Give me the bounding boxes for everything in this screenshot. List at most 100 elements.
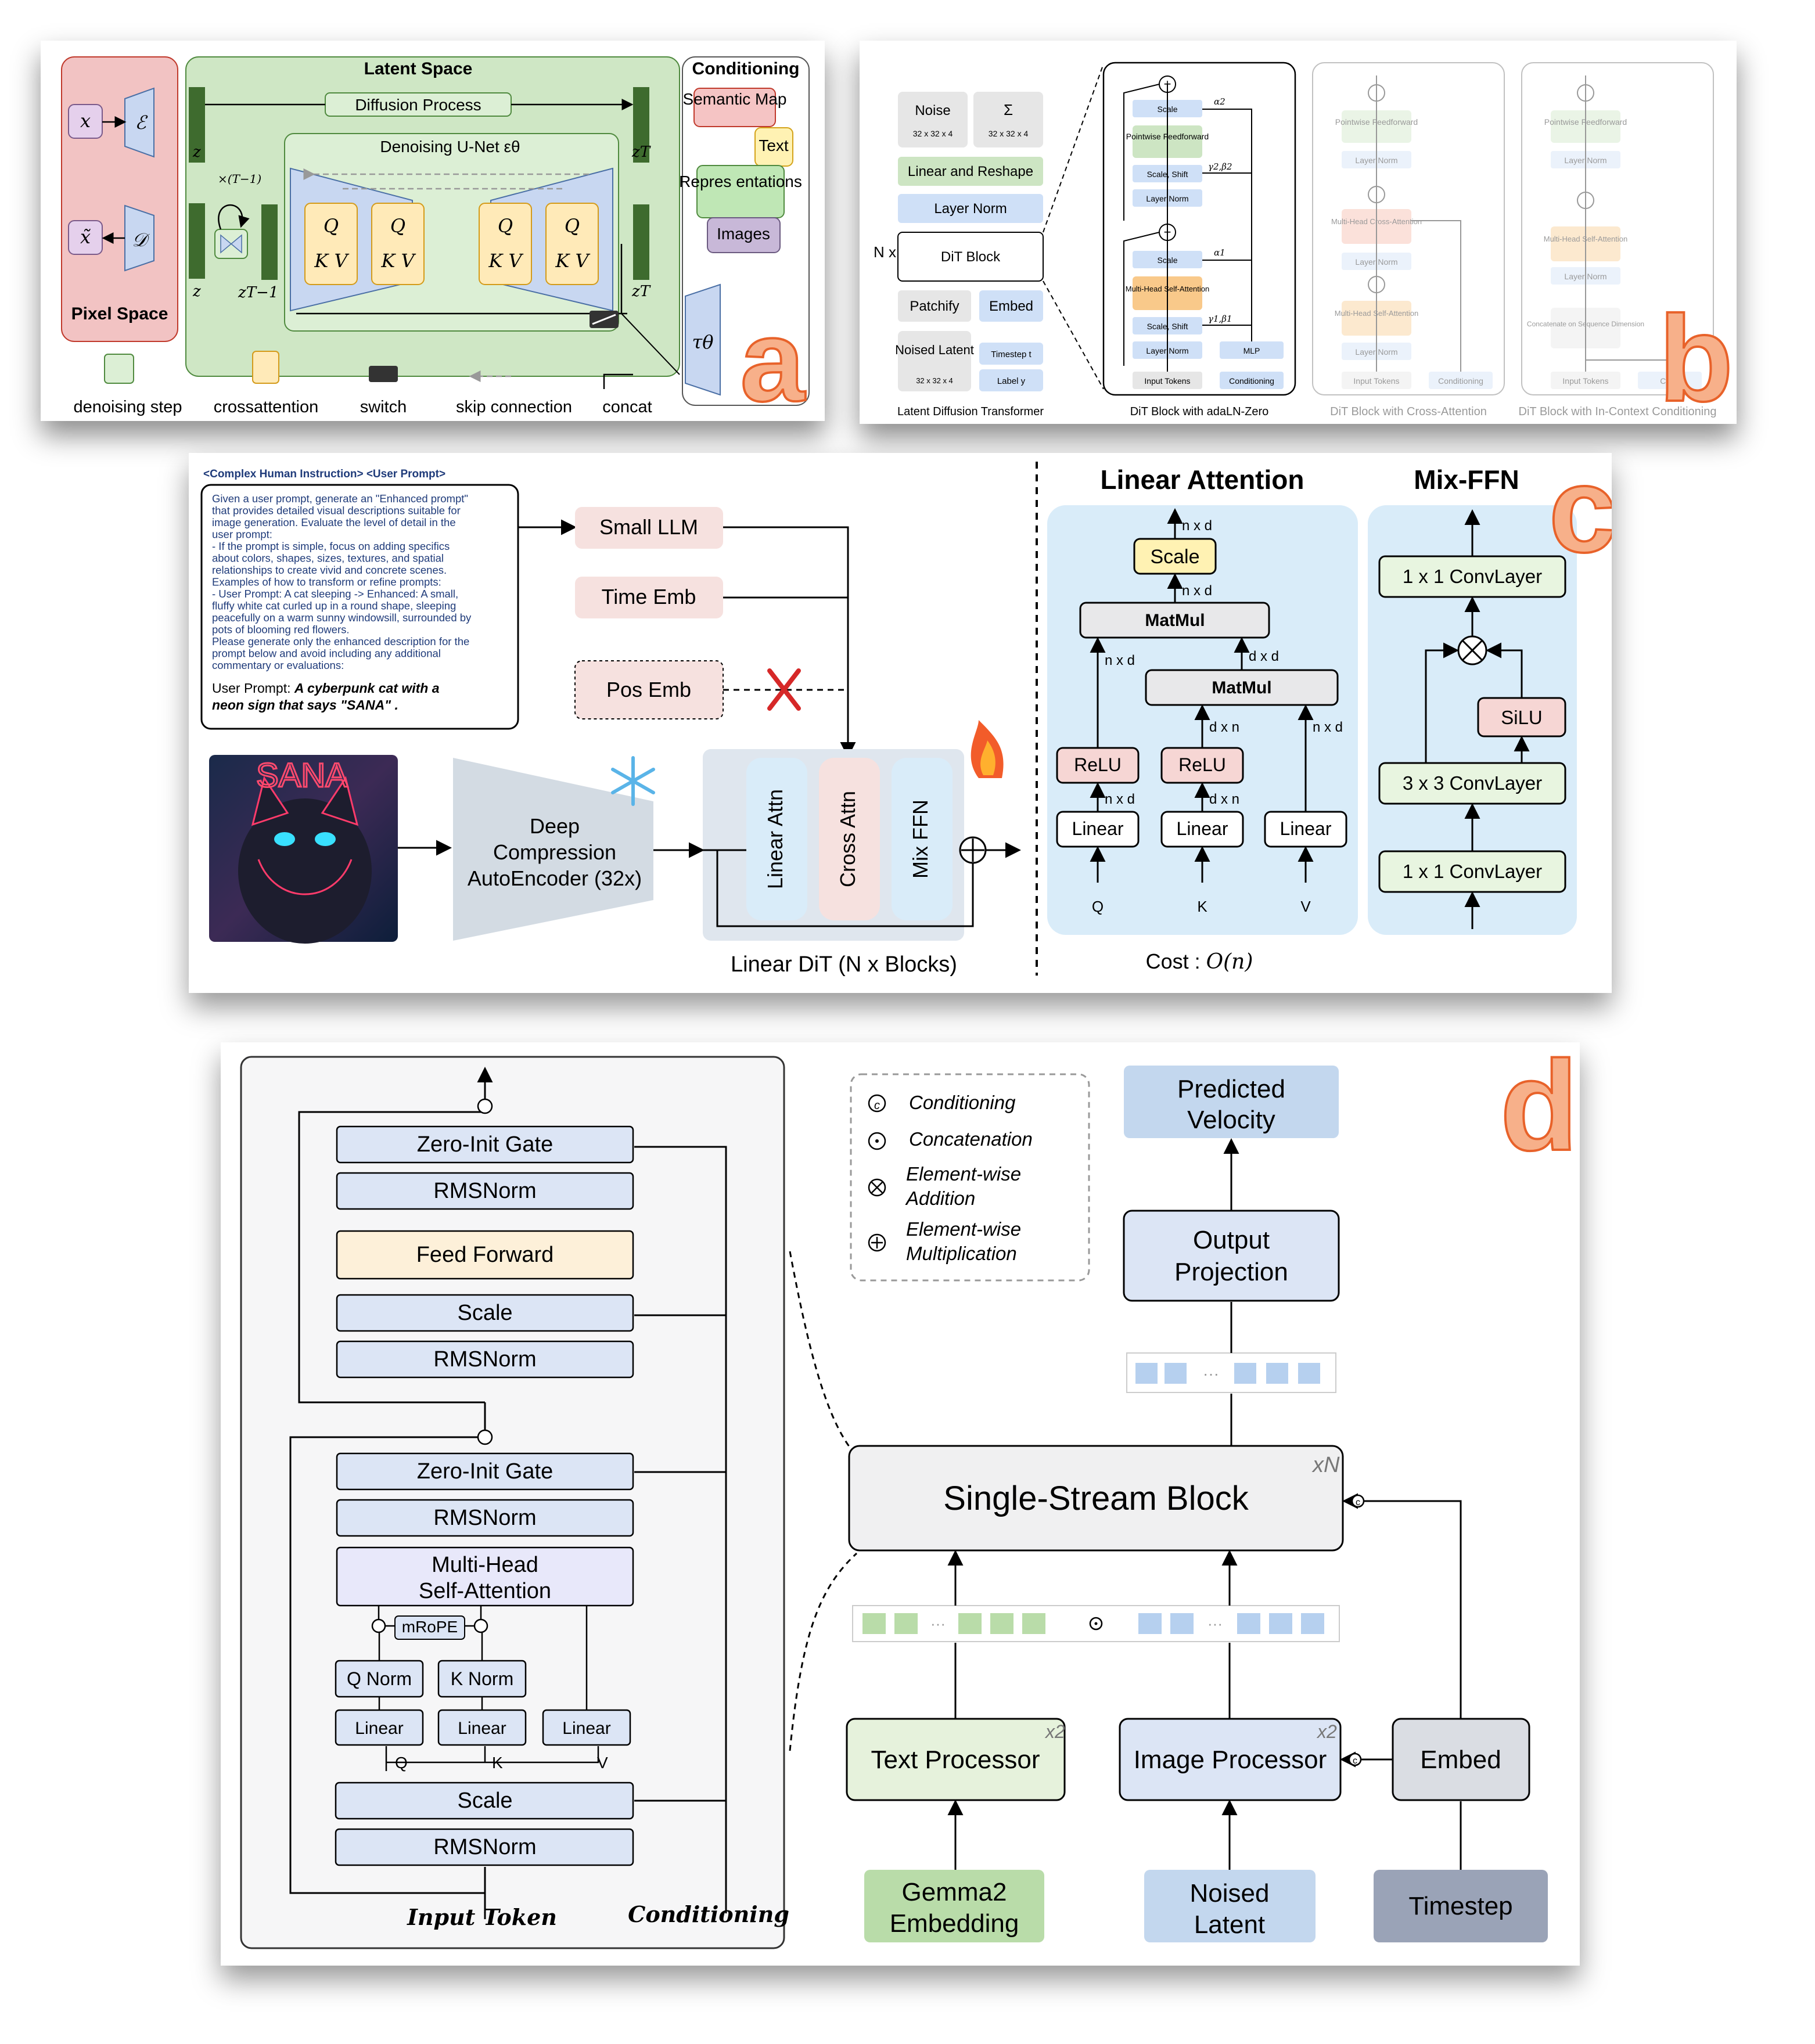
mrope-box [394,1615,465,1640]
legend-crossattention: crossattention [214,398,319,416]
svg-text:Noise: Noise [915,103,950,118]
z-bottom-bar [189,203,205,279]
svg-text:Pointwise Feedforward: Pointwise Feedforward [1335,117,1418,127]
svg-text:Layer Norm: Layer Norm [1355,347,1397,357]
patchify-box [898,290,971,322]
svg-text:Linear: Linear [562,1719,610,1738]
rmsnorm-attn-top [336,1499,634,1537]
svg-text:Multi-Head Self-Attention: Multi-Head Self-Attention [1544,235,1628,243]
dc-ae-line-2: Compression [493,840,616,864]
svg-text:Embedding: Embedding [890,1909,1019,1938]
feed-forward-box [336,1230,634,1280]
instruction-line: - If the prompt is simple, focus on addi… [212,540,450,552]
svg-text:RMSNorm: RMSNorm [433,1835,536,1859]
dit-block-cross-attention: Pointwise Feedforward Layer Norm Multi-H… [1312,62,1505,418]
svg-text:Image Processor: Image Processor [1134,1746,1327,1774]
svg-text:Multi-Head Cross-Attention: Multi-Head Cross-Attention [1331,217,1422,226]
svg-text:Linear: Linear [1177,818,1228,839]
svg-text:Q Norm: Q Norm [347,1668,412,1689]
pixel-space-region [61,56,178,342]
svg-text:Noised Latent: Noised Latent [895,343,974,357]
sana-neon-sign: SANA [256,757,348,794]
cond-text-label: Text [759,136,789,154]
svg-text:Timestep: Timestep [1408,1892,1512,1920]
svg-text:γ1,β1: γ1,β1 [1208,314,1232,324]
svg-text:Q: Q [324,215,339,237]
conditioning-icon-embed [1348,1752,1362,1766]
panel-c-diagram: <Complex Human Instruction> <User Prompt… [200,440,1618,977]
svg-text:MatMul: MatMul [1145,611,1205,630]
ffn-sub-block: Zero-Init Gate RMSNorm Feed Forward Scal… [298,1067,634,1404]
zT-latent-bar [633,87,649,163]
svg-text:K V: K V [555,250,590,272]
svg-text:n x d: n x d [1105,791,1135,807]
zT-label-top: zT [631,143,651,161]
instruction-line: about colors, shapes, sizes, textures, a… [212,552,444,564]
linear-attn-block [746,758,807,920]
svg-text:K V: K V [314,250,349,272]
svg-text:Conditioning: Conditioning [1438,376,1483,386]
svg-text:mRoPE: mRoPE [402,1618,458,1636]
svg-text:Conditioning: Conditioning [1229,376,1274,386]
instruction-line: peacefully on a warm sunny windowsill, s… [212,611,472,624]
zT-bottom-bar [633,204,649,280]
svg-text:1 x 1 ConvLayer: 1 x 1 ConvLayer [1403,861,1542,882]
svg-text:n x d: n x d [1105,653,1135,668]
cond-images-label: Images [717,225,770,243]
dit-block-in-context: Pointwise Feedforward Layer Norm Multi-H… [1519,62,1717,418]
small-llm-label: Small LLM [599,515,698,539]
adaln-caption: DiT Block with adaLN-Zero [1130,405,1269,418]
svg-text:d x n: d x n [1209,719,1239,735]
adaln-mlp [1220,341,1284,359]
panel-a: Pixel Space Latent Space Conditioning x … [41,41,825,427]
svg-text:Output: Output [1193,1226,1270,1254]
svg-text:Label y: Label y [997,376,1026,386]
decoder-shape [124,204,154,272]
cond-semantic-map-label: Semantic Map [683,90,787,108]
svg-text:Linear: Linear [355,1719,403,1738]
svg-text:Q: Q [565,215,580,237]
pixel-space-label: Pixel Space [71,304,168,323]
noised-latent-box [1144,1870,1316,1942]
svg-text:Q: Q [1092,898,1104,915]
svg-text:Linear and Reshape: Linear and Reshape [908,164,1033,179]
rmsnorm-ffn-top [336,1172,634,1210]
dc-ae-line-3: AutoEncoder (32x) [468,866,642,890]
svg-text:c: c [874,1099,880,1112]
linear-attn-label: Linear Attn [763,789,787,889]
panel-d: Zero-Init Gate RMSNorm Feed Forward Scal… [221,1033,1580,1966]
user-prompt-line-1: User Prompt: A cyberpunk cat with a [212,681,440,696]
svg-text:Embed: Embed [1420,1746,1501,1774]
latent-space-label: Latent Space [364,59,473,78]
svg-text:Cond: Cond [1660,376,1679,386]
svg-text:Element-wise: Element-wise [906,1218,1021,1240]
svg-text:DiT Block with In-Context Cond: DiT Block with In-Context Conditioning [1519,405,1717,418]
svg-text:RMSNorm: RMSNorm [433,1347,536,1372]
encoder-label: ℰ [135,111,148,134]
svg-text:n x d: n x d [1182,518,1212,534]
svg-text:γ2,β2: γ2,β2 [1208,161,1232,172]
svg-text:Zero-Init Gate: Zero-Init Gate [417,1459,553,1484]
rmsnorm-attn-bottom [335,1828,634,1866]
instruction-lines: Given a user prompt, generate an "Enhanc… [212,492,472,671]
mix-ffn-diagram: 1 x 1 ConvLayer SiLU 3 x 3 ConvLayer 1 x… [1378,509,1566,929]
legend-skip-connection: skip connection [456,398,572,416]
panel-c: <Complex Human Instruction> <User Prompt… [189,440,1618,993]
panel-d-diagram: Zero-Init Gate RMSNorm Feed Forward Scal… [240,1033,1579,1949]
panel-b-diagram: Noise 32 x 32 x 4 Σ 32 x 32 x 4 Linear a… [874,62,1734,428]
svg-text:α1: α1 [1214,247,1225,258]
tau-encoder-shape [685,283,721,396]
svg-text:d x d: d x d [1249,649,1279,664]
svg-text:Input Tokens: Input Tokens [1353,376,1399,386]
svg-text:K V: K V [380,250,416,272]
dit-block-adaln: + Scale Pointwise Feedforward Scale, Shi… [1102,62,1296,418]
panel-a-legend: denoising step crossattention switch ski… [73,351,652,416]
svg-text:n x d: n x d [1182,583,1212,599]
svg-text:Text Processor: Text Processor [871,1746,1040,1774]
svg-text:Input Tokens: Input Tokens [1562,376,1608,386]
pos-emb-label: Pos Emb [606,678,691,701]
svg-text:Layer Norm: Layer Norm [934,201,1007,217]
input-token-label: Input Token [407,1904,557,1930]
svg-text:Linear: Linear [1072,818,1124,839]
zT-label-bottom: zT [631,283,651,300]
